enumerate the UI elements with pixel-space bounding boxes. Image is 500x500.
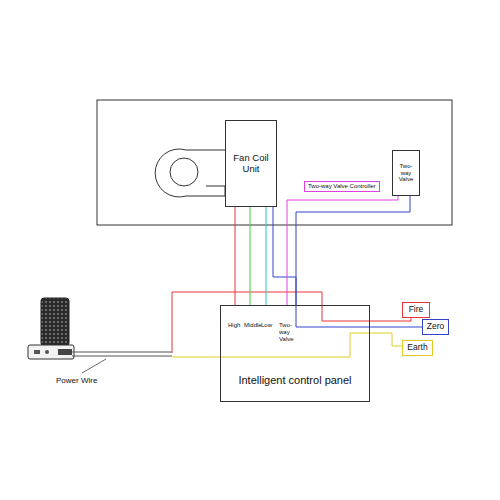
blower-housing: [155, 149, 225, 197]
wire-connector: [273, 207, 296, 305]
zero-terminal: Zero: [422, 319, 449, 335]
blower-wheel: [170, 158, 198, 186]
node-text: Zero: [427, 322, 444, 332]
node-text: Fan Coil Unit: [228, 153, 274, 175]
node-text: Two-way Valve: [395, 163, 417, 184]
leader-line: [82, 359, 106, 373]
node-text: Earth: [407, 343, 427, 353]
earth-terminal: Earth: [402, 340, 433, 356]
terminal-label: Low: [261, 322, 272, 329]
terminal-label: High: [228, 322, 240, 329]
terminal-label: Two-way Valve: [279, 322, 294, 343]
neutral-wire: [296, 305, 370, 327]
fire-terminal: Fire: [402, 302, 430, 318]
callout-label: Power Wire: [56, 376, 97, 385]
fan-coil-unit: Fan Coil Unit: [225, 120, 277, 207]
wire-connector: [235, 207, 236, 305]
power-wire: [72, 356, 172, 357]
terminal-label: Middle: [244, 322, 262, 329]
heater-grille: [41, 298, 69, 346]
wire-connector: [370, 318, 411, 321]
node-text: Fire: [409, 305, 424, 315]
node-text: Intelligent control panel: [238, 374, 351, 387]
wire-connector: [266, 207, 267, 305]
power-wire: [72, 352, 172, 353]
live-wire: [172, 292, 370, 353]
heater-button: [34, 350, 40, 354]
valve-box: Two-way Valve: [392, 150, 420, 196]
wire-connector: [370, 333, 402, 346]
heater-base: [28, 345, 74, 359]
ceiling-housing: [97, 100, 452, 225]
control-panel: Intelligent control panel: [220, 305, 370, 402]
wire-connector: [250, 207, 251, 305]
heater-strip: [58, 349, 72, 355]
earth-wire: [172, 333, 370, 357]
heater-knob: [45, 350, 49, 354]
wire-connector: [296, 196, 410, 305]
wire-connector: [370, 327, 422, 328]
wire-label: Two-way Valve Controller: [304, 181, 380, 192]
